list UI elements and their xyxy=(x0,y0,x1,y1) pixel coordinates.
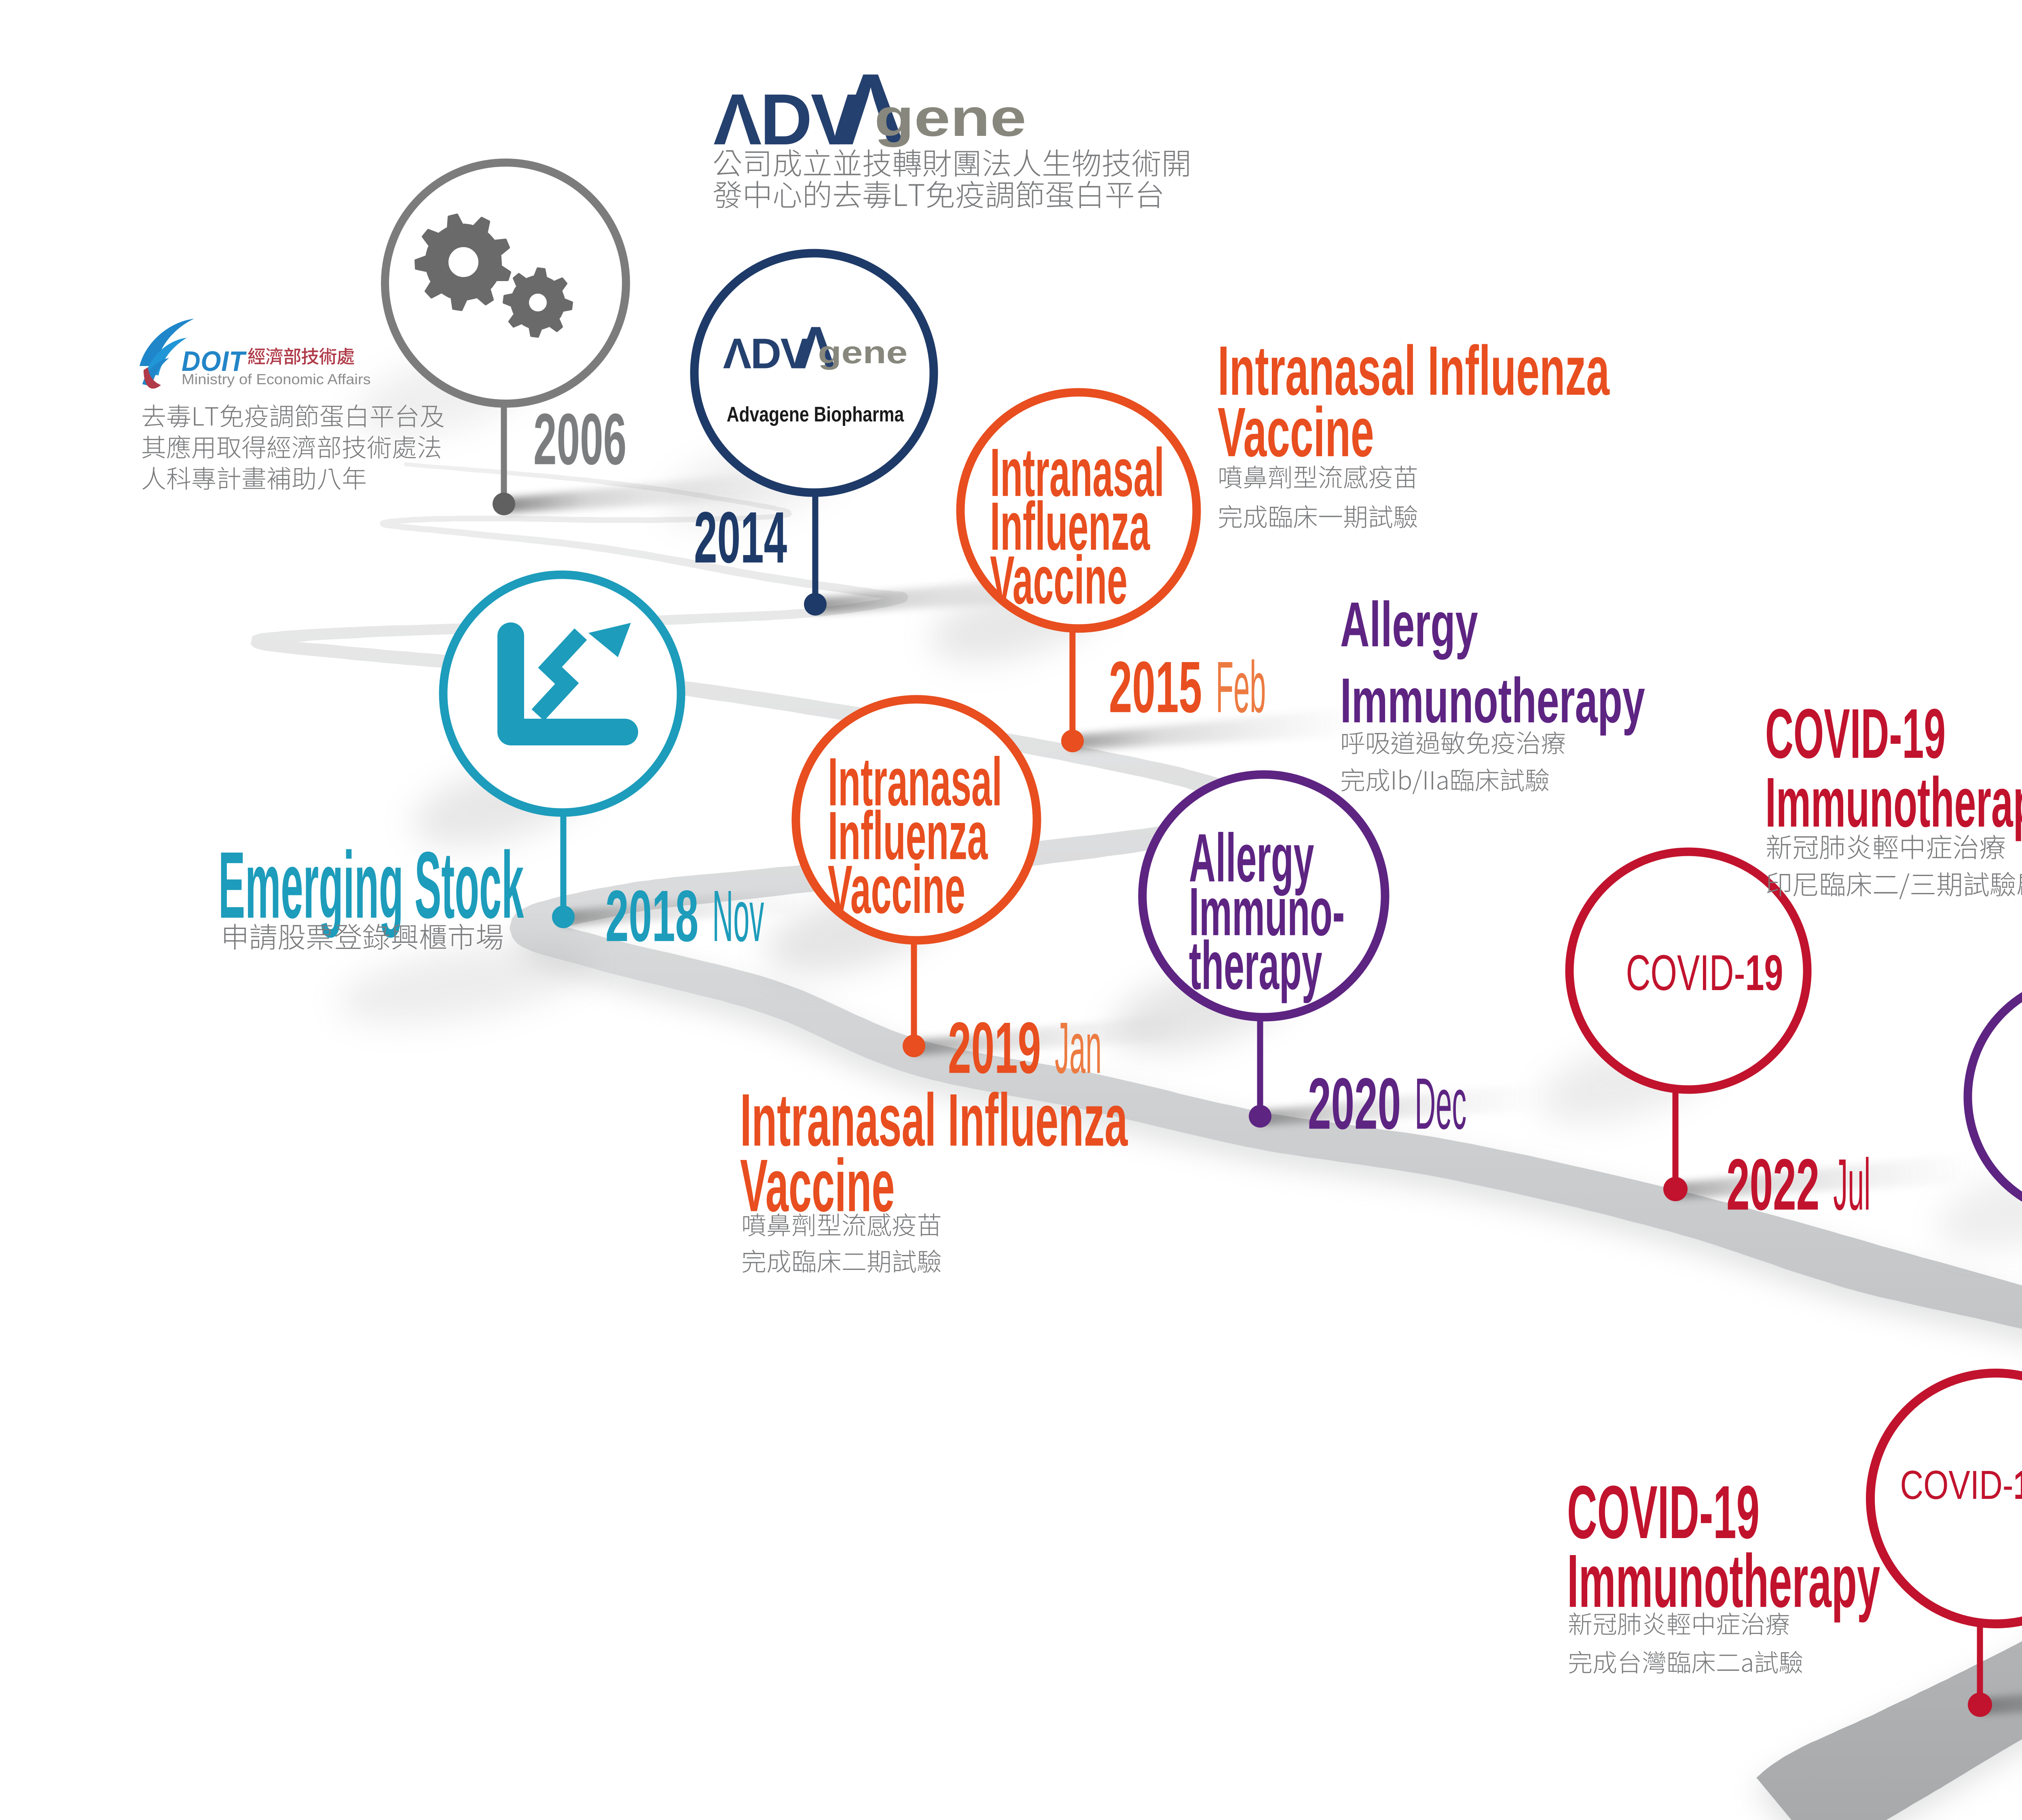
svg-text:Influenza: Influenza xyxy=(828,797,988,874)
svg-text:Immunotherapy: Immunotherapy xyxy=(1340,665,1645,736)
svg-text:2020: 2020 xyxy=(1308,1063,1401,1145)
svg-text:Λ: Λ xyxy=(837,53,904,166)
svg-text:Immunotherapy: Immunotherapy xyxy=(1765,763,2022,842)
svg-text:2006: 2006 xyxy=(533,399,626,480)
svg-text:2014: 2014 xyxy=(694,497,787,578)
svg-text:Influenza: Influenza xyxy=(990,488,1150,564)
svg-text:COVID-19: COVID-19 xyxy=(1765,694,1946,773)
svg-text:Immuno-: Immuno- xyxy=(1189,873,1345,950)
svg-text:Intranasal: Intranasal xyxy=(990,434,1164,510)
svg-text:DOIT: DOIT xyxy=(182,346,247,377)
svg-text:Jan: Jan xyxy=(1055,1007,1102,1089)
svg-text:Advagene Biopharma: Advagene Biopharma xyxy=(727,403,904,426)
svg-text:COVID-19: COVID-19 xyxy=(1567,1470,1760,1554)
svg-text:19: 19 xyxy=(2014,1463,2022,1508)
svg-text:Allergy: Allergy xyxy=(1340,589,1478,660)
svg-text:Vaccine: Vaccine xyxy=(990,542,1127,618)
svg-text:Nov: Nov xyxy=(712,876,764,957)
svg-text:19: 19 xyxy=(1745,945,1783,1001)
svg-text:Vaccine: Vaccine xyxy=(740,1144,895,1227)
svg-text:Vaccine: Vaccine xyxy=(828,851,965,927)
svg-text:Allergy: Allergy xyxy=(1189,819,1314,896)
svg-text:Intranasal Influenza: Intranasal Influenza xyxy=(1218,332,1610,410)
svg-text:gene: gene xyxy=(874,88,1026,148)
svg-text:Ministry of Economic Affairs: Ministry of Economic Affairs xyxy=(182,371,371,387)
svg-text:2015: 2015 xyxy=(1109,647,1202,728)
svg-text:Intranasal Influenza: Intranasal Influenza xyxy=(740,1078,1128,1162)
svg-text:2018: 2018 xyxy=(605,876,698,957)
svg-text:Vaccine: Vaccine xyxy=(1218,394,1374,472)
svg-text:2019: 2019 xyxy=(948,1007,1041,1089)
svg-text:2022: 2022 xyxy=(1726,1144,1819,1225)
svg-text:Immunotherapy: Immunotherapy xyxy=(1567,1539,1880,1623)
svg-text:Emerging Stock: Emerging Stock xyxy=(218,832,524,938)
svg-text:Intranasal: Intranasal xyxy=(828,743,1002,820)
svg-text:Jul: Jul xyxy=(1833,1144,1870,1225)
svg-text:Feb: Feb xyxy=(1216,647,1266,728)
svg-text:COVID-: COVID- xyxy=(1900,1463,2014,1508)
svg-text:therapy: therapy xyxy=(1189,927,1322,1003)
svg-text:Dec: Dec xyxy=(1415,1063,1466,1145)
svg-text:COVID-: COVID- xyxy=(1626,945,1745,1001)
svg-text:ΛDV: ΛDV xyxy=(713,79,859,160)
